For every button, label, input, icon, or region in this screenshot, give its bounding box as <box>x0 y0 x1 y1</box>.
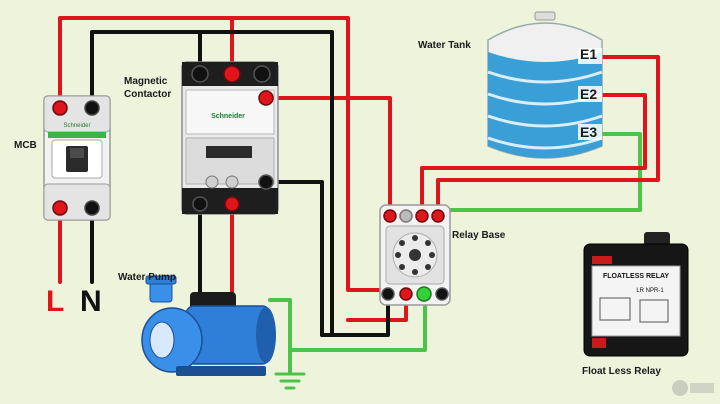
floatless-relay: FLOATLESS RELAY LR NPR-1 <box>583 232 689 357</box>
mcb-top-neutral-screw <box>84 100 100 116</box>
contactor-t2-screw <box>224 196 240 212</box>
watermark-logo <box>672 380 714 396</box>
electrode-e1-label: E1 <box>580 46 598 62</box>
e1-wire <box>436 55 660 217</box>
water-tank-label: Water Tank <box>418 40 471 51</box>
relay-pin-4 <box>431 209 445 223</box>
mcb-bottom-neutral-screw <box>84 200 100 216</box>
mcb-top-line-screw <box>52 100 68 116</box>
line-terminal-label: L <box>46 285 65 318</box>
contactor-indicator <box>206 146 252 158</box>
contactor-label-line1: Magnetic <box>124 76 168 87</box>
water-tank <box>487 11 603 159</box>
mcb-bottom-line-screw <box>52 200 68 216</box>
neutral-feed-wire <box>90 30 390 337</box>
contactor-l3-screw <box>253 65 271 83</box>
relay-title-text: FLOATLESS RELAY <box>603 273 669 280</box>
relay-pin-1 <box>383 209 397 223</box>
contactor-coil-a2-screw <box>258 174 274 190</box>
contactor-coil-wire <box>266 96 392 217</box>
contactor-l2-screw <box>223 65 241 83</box>
electrode-e3-label: E3 <box>580 124 598 140</box>
relay-pin-7 <box>416 286 432 302</box>
neutral-coil-wire <box>266 180 324 337</box>
relay-pin-5 <box>381 287 395 301</box>
mcb-label: MCB <box>14 140 37 151</box>
contactor-t1-screw <box>192 196 208 212</box>
electrode-e2-label: E2 <box>580 86 598 102</box>
float-less-relay-label: Float Less Relay <box>582 366 661 377</box>
wires <box>58 16 660 374</box>
water-pump <box>141 275 276 376</box>
contactor-brand-text: Schneider <box>211 113 245 120</box>
relay-pin-3 <box>415 209 429 223</box>
relay-pin-2 <box>399 209 413 223</box>
relay-pin-8 <box>435 287 449 301</box>
mcb-brand-text: Schneider <box>63 123 90 129</box>
neutral-terminal-label: N <box>80 285 102 318</box>
mcb-brand-strip <box>48 132 106 138</box>
contactor-label-line2: Contactor <box>124 89 172 100</box>
e2-wire <box>420 93 647 217</box>
earth-ground-icon <box>274 372 306 390</box>
water-pump-label: Water Pump <box>118 272 176 283</box>
relay-base-label: Relay Base <box>452 230 506 241</box>
relay-pin-6 <box>399 287 413 301</box>
mcb-breaker: Schneider <box>43 95 111 221</box>
contactor-coil-a1-screw <box>258 90 274 106</box>
contactor-l1-screw <box>191 65 209 83</box>
magnetic-contactor: Schneider <box>181 61 279 215</box>
relay-base <box>379 204 451 306</box>
relay-model-text: LR NPR-1 <box>636 288 664 294</box>
